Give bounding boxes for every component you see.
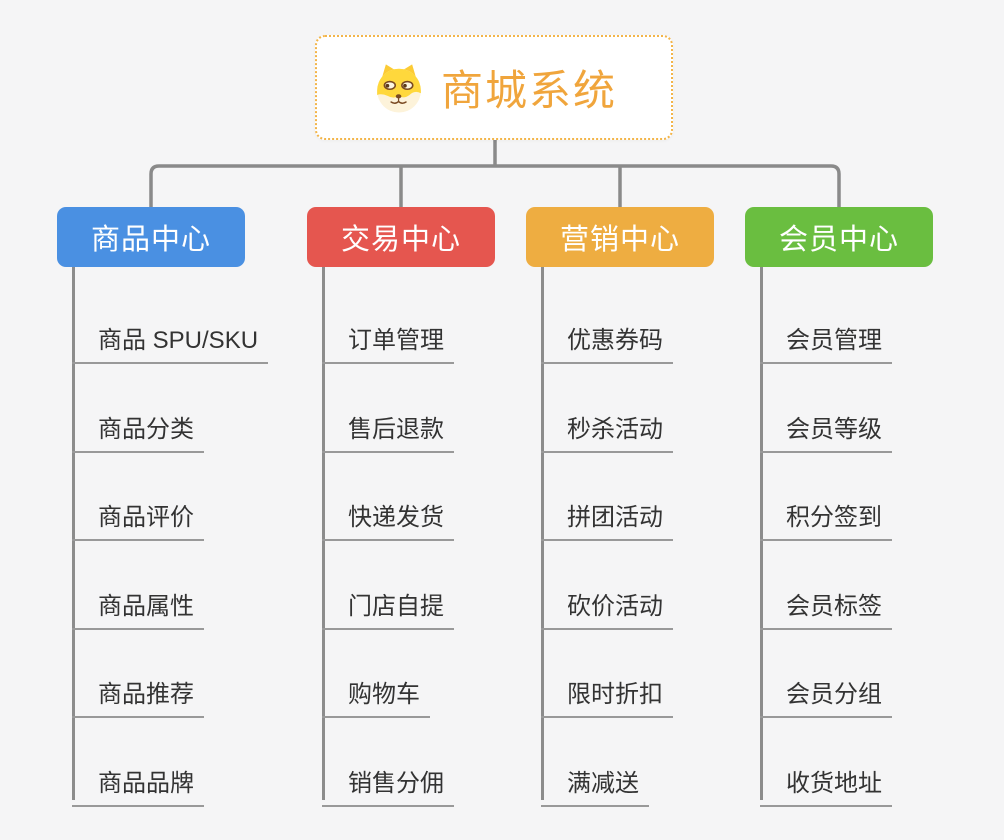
- branch-column-member-center: 会员中心 会员管理 会员等级 积分签到 会员标签 会员分组 收货地址: [745, 207, 995, 807]
- leaf-node[interactable]: 拼团活动: [541, 486, 673, 541]
- leaf-node[interactable]: 销售分佣: [322, 752, 454, 807]
- branch-connector-line: [541, 267, 544, 800]
- branch-node-marketing-center[interactable]: 营销中心: [526, 207, 714, 267]
- branch-connector-line: [322, 267, 325, 800]
- leaf-node[interactable]: 会员标签: [760, 575, 892, 630]
- leaf-node[interactable]: 会员管理: [760, 309, 892, 364]
- branch-node-member-center[interactable]: 会员中心: [745, 207, 933, 267]
- leaf-node[interactable]: 会员等级: [760, 398, 892, 453]
- leaf-node[interactable]: 优惠券码: [541, 309, 673, 364]
- branch-node-trade-center[interactable]: 交易中心: [307, 207, 495, 267]
- branch-connector-line: [72, 267, 75, 800]
- leaf-node[interactable]: 商品评价: [72, 486, 204, 541]
- leaf-node[interactable]: 商品品牌: [72, 752, 204, 807]
- branch-column-marketing-center: 营销中心 优惠券码 秒杀活动 拼团活动 砍价活动 限时折扣 满减送: [526, 207, 776, 807]
- leaf-node[interactable]: 秒杀活动: [541, 398, 673, 453]
- shiba-dog-icon: [371, 60, 427, 116]
- leaf-node[interactable]: 快递发货: [322, 486, 454, 541]
- branch-connector-line: [760, 267, 763, 800]
- branch-column-trade-center: 交易中心 订单管理 售后退款 快递发货 门店自提 购物车 销售分佣: [307, 207, 557, 807]
- leaf-node[interactable]: 砍价活动: [541, 575, 673, 630]
- leaf-node[interactable]: 商品推荐: [72, 663, 204, 718]
- leaf-node[interactable]: 满减送: [541, 752, 649, 807]
- branch-bus-line: [149, 164, 841, 209]
- leaf-node[interactable]: 购物车: [322, 663, 430, 718]
- leaf-node[interactable]: 门店自提: [322, 575, 454, 630]
- leaf-node[interactable]: 积分签到: [760, 486, 892, 541]
- leaf-node[interactable]: 商品 SPU/SKU: [72, 309, 269, 364]
- leaf-node[interactable]: 收货地址: [760, 752, 892, 807]
- leaf-node[interactable]: 商品分类: [72, 398, 204, 453]
- leaf-node[interactable]: 限时折扣: [541, 663, 673, 718]
- root-title: 商城系统: [440, 67, 617, 114]
- leaf-node[interactable]: 售后退款: [322, 398, 454, 453]
- branch-node-product-center[interactable]: 商品中心: [57, 207, 245, 267]
- branch-column-product-center: 商品中心 商品 SPU/SKU 商品分类 商品评价 商品属性 商品推荐 商品品牌: [57, 207, 307, 807]
- leaf-node[interactable]: 会员分组: [760, 663, 892, 718]
- root-node[interactable]: 商城系统: [315, 35, 673, 140]
- leaf-node[interactable]: 商品属性: [72, 575, 204, 630]
- leaf-node[interactable]: 订单管理: [322, 309, 454, 364]
